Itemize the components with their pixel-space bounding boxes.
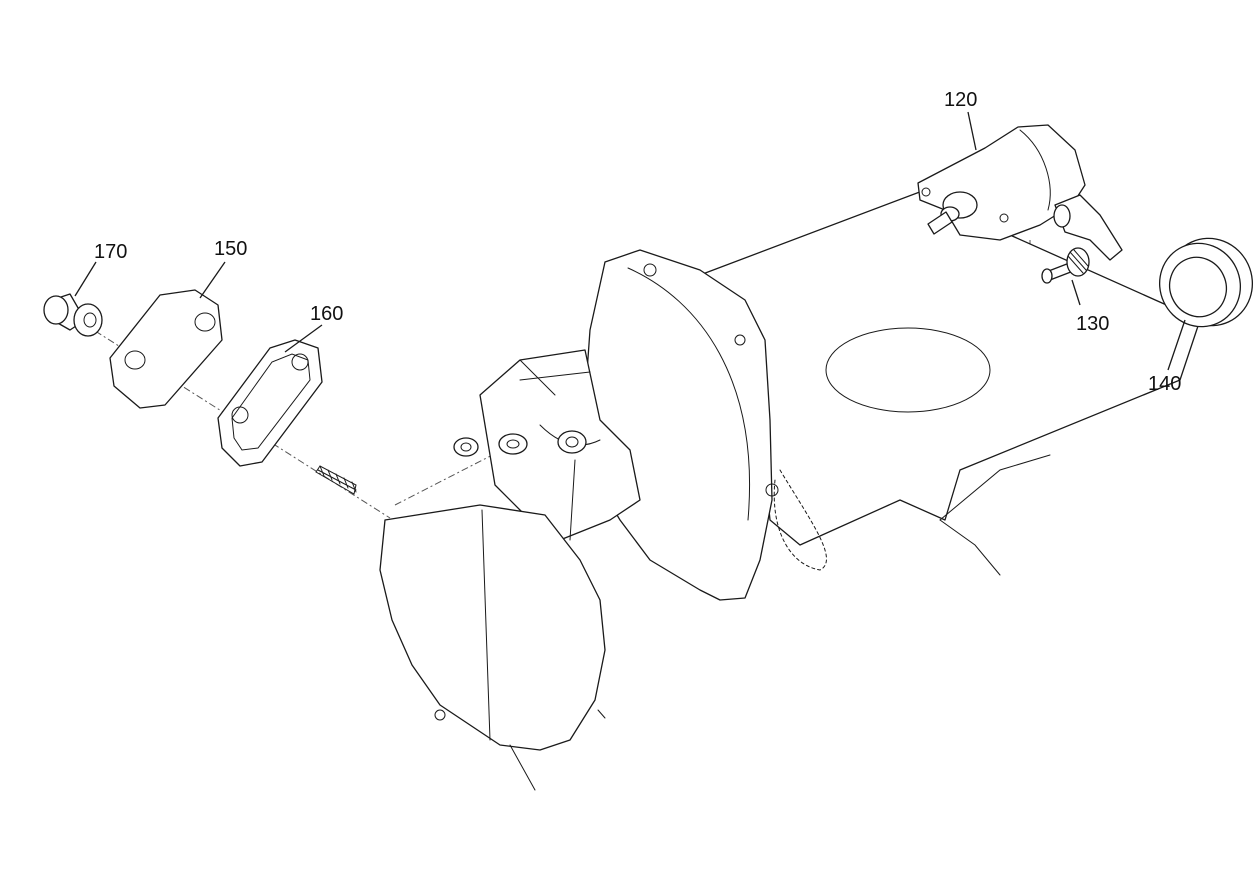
callout-170: 170 xyxy=(94,241,127,263)
callout-labels: 120 130 140 150 160 170 xyxy=(94,89,1181,395)
part-130-bolt xyxy=(1041,247,1090,284)
engine-housing xyxy=(379,189,1201,791)
callout-120: 120 xyxy=(944,89,977,111)
part-160-gasket xyxy=(217,339,323,467)
callout-130: 130 xyxy=(1076,313,1109,335)
spring xyxy=(315,465,357,495)
callout-140: 140 xyxy=(1148,373,1181,395)
part-150-cover-plate xyxy=(109,289,223,409)
callout-150: 150 xyxy=(214,238,247,260)
part-170-cap xyxy=(43,293,103,337)
leader-lines xyxy=(74,111,1186,371)
part-140-seal-ring xyxy=(1158,237,1254,328)
part-120-sensor xyxy=(917,124,1123,261)
callout-160: 160 xyxy=(310,303,343,325)
